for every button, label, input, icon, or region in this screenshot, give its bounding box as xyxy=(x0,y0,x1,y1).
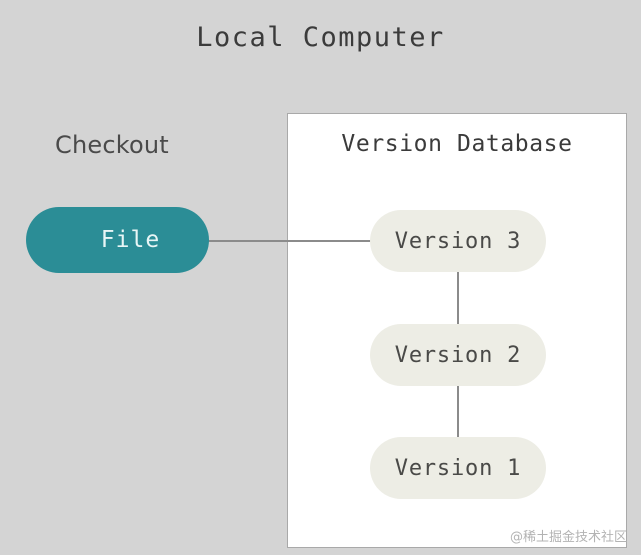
page-title: Local Computer xyxy=(196,22,445,53)
version-node-3-label: Version 3 xyxy=(394,228,522,254)
connector-file-to-version3 xyxy=(207,240,373,242)
version-node-3[interactable]: Version 3 xyxy=(370,210,546,272)
version-node-2[interactable]: Version 2 xyxy=(370,324,546,386)
file-node[interactable]: File xyxy=(26,207,209,273)
version-database-title: Version Database xyxy=(341,131,573,157)
version-node-1[interactable]: Version 1 xyxy=(370,437,546,499)
version-node-2-label: Version 2 xyxy=(394,342,522,368)
connector-version3-to-version2 xyxy=(457,272,459,324)
file-node-label: File xyxy=(100,227,161,253)
connector-version2-to-version1 xyxy=(457,386,459,437)
checkout-label: Checkout xyxy=(55,131,169,159)
version-node-1-label: Version 1 xyxy=(394,455,522,481)
watermark-text: @稀土掘金技术社区 xyxy=(509,530,627,545)
